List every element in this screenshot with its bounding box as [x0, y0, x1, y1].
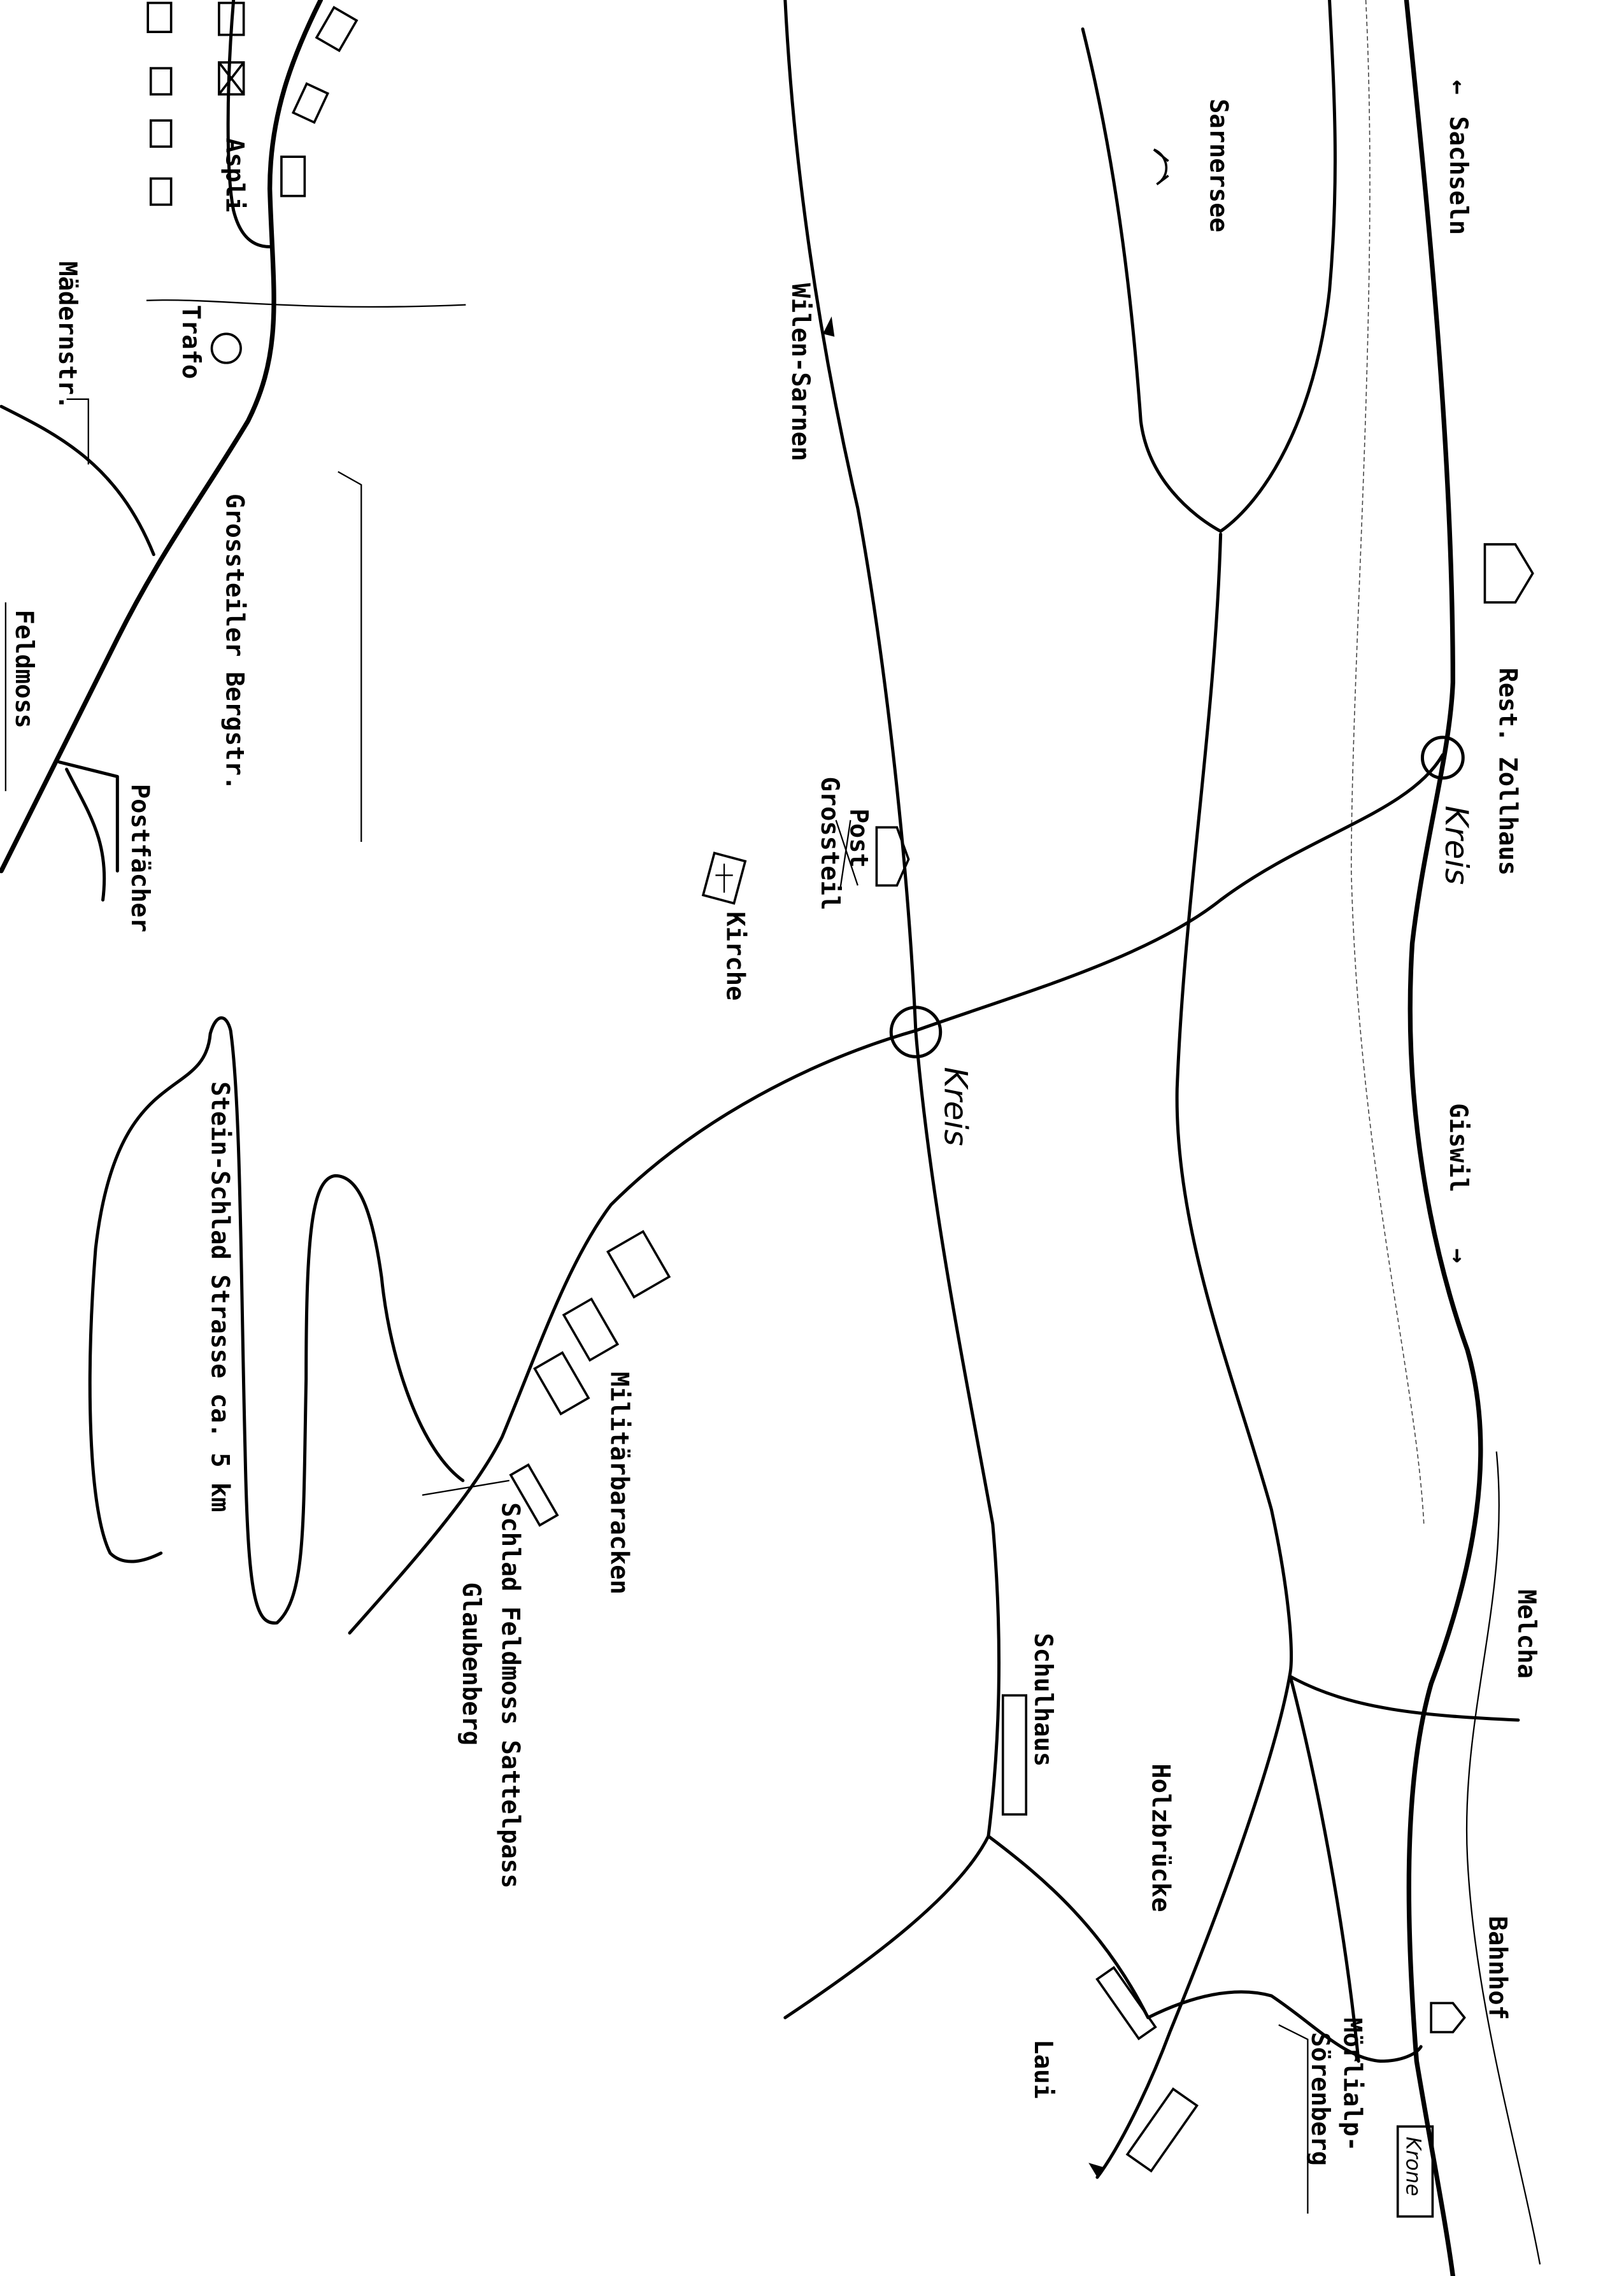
- road-maedernstr: [0, 404, 155, 557]
- label-holzbruecke: Holzbrücke: [1146, 1763, 1175, 1912]
- label-grossteil: Grossteil: [815, 776, 844, 910]
- schlad-signpost: [509, 1463, 559, 1527]
- label-post: Post: [844, 809, 873, 868]
- church-cross: [715, 864, 733, 893]
- post-cross-mark: [835, 820, 858, 889]
- label-militaerbaracken: Militärbaracken: [604, 1372, 633, 1595]
- label-schulhaus: Schulhaus: [1029, 1633, 1057, 1767]
- label-sachseln: Sachseln: [1444, 116, 1472, 235]
- label-schlad-feldmoss-sattelpass: Schlad Feldmoss Sattelpass: [495, 1502, 524, 1888]
- road-laui-bridge: [987, 1834, 1423, 2063]
- holzbruecke-icon: [1095, 1966, 1157, 2040]
- road-junction-east: [1288, 1675, 1360, 2063]
- label-trafo: Trafo: [176, 305, 205, 380]
- label-aspli: Aspli: [220, 138, 248, 213]
- road-stein-schlad: [88, 1016, 465, 1625]
- label-kreis-grossteil: Kreis: [937, 1067, 975, 1146]
- label-bahnhof: Bahnhof: [1483, 1916, 1511, 2020]
- road-aspli-loop: [226, 0, 272, 248]
- label-moerlialp: Mörlialp-: [1337, 2017, 1366, 2151]
- label-sarnersee: Sarnersee: [1204, 99, 1233, 232]
- label-maedernstr: Mädernstr.: [53, 261, 82, 409]
- label-soerenberg: Sörenberg: [1306, 2032, 1334, 2166]
- military-barrack: [533, 1351, 590, 1416]
- roundabout-zollhaus: [1420, 736, 1465, 780]
- aspli-buildings: [146, 1, 359, 206]
- label-grossteiler-bergstr: Grossteiler Bergstr.: [220, 494, 248, 790]
- leader-soerenberg: [1278, 2024, 1309, 2214]
- trafo-line: [146, 299, 466, 308]
- fish-icon: [1153, 148, 1169, 186]
- label-giswil: Giswil: [1444, 1103, 1472, 1192]
- label-stein-schlad-strasse: Stein-Schlad Strasse ca. 5 km: [205, 1081, 234, 1512]
- trafo-icon: [210, 332, 242, 364]
- military-barrack: [606, 1230, 671, 1299]
- railway-line: [1465, 1451, 1541, 2265]
- krone-box: [1396, 2125, 1434, 2218]
- road-melcha: [1288, 1675, 1520, 1722]
- leader-maedernstr: [66, 398, 89, 465]
- road-schlad-branch: [422, 1479, 509, 1496]
- label-feldmoss: Feldmoss: [10, 609, 38, 729]
- bahnhof-building-icon: [1430, 2002, 1466, 2033]
- arrow-north-icon: [823, 316, 835, 337]
- lake-sarnersee-shore: [1081, 0, 1337, 533]
- laui-chapel-icon: [1125, 2087, 1199, 2173]
- church-icon: [701, 851, 747, 905]
- military-barrack: [562, 1297, 620, 1362]
- leader-grossteiler: [338, 471, 362, 843]
- label-melcha: Melcha: [1512, 1590, 1541, 1679]
- road-postfaecher: [57, 760, 119, 902]
- label-postfaecher: Postfächer: [125, 784, 154, 932]
- faint-line: [1350, 0, 1425, 1525]
- arrow-giswil-icon: →: [1444, 1248, 1472, 1263]
- road-wilen-sarnen: [783, 0, 1001, 2019]
- post-building-icon: [875, 826, 910, 887]
- label-rest-zollhaus: Rest. Zollhaus: [1493, 667, 1521, 875]
- zollhaus-building-icon: [1483, 543, 1534, 604]
- label-glaubenberg: Glaubenberg: [457, 1582, 485, 1746]
- arrow-sachseln-icon: ←: [1444, 80, 1472, 94]
- road-lake-south: [1095, 532, 1293, 2179]
- schulhaus-icon: [1001, 1694, 1028, 1816]
- label-kreis-zollhaus: Kreis: [1438, 806, 1476, 885]
- label-krone: Krone: [1401, 2137, 1425, 2196]
- label-kirche: Kirche: [721, 911, 750, 1000]
- road-grossteiler-bergstr: [0, 0, 324, 874]
- arrow-south-icon: [1088, 2163, 1104, 2178]
- road-kreis: [348, 753, 1444, 1635]
- main-road-sachseln-giswil: [1404, 0, 1483, 2276]
- label-laui: Laui: [1029, 2039, 1057, 2098]
- label-wilen-sarnen: Wilen-Sarnen: [786, 283, 815, 461]
